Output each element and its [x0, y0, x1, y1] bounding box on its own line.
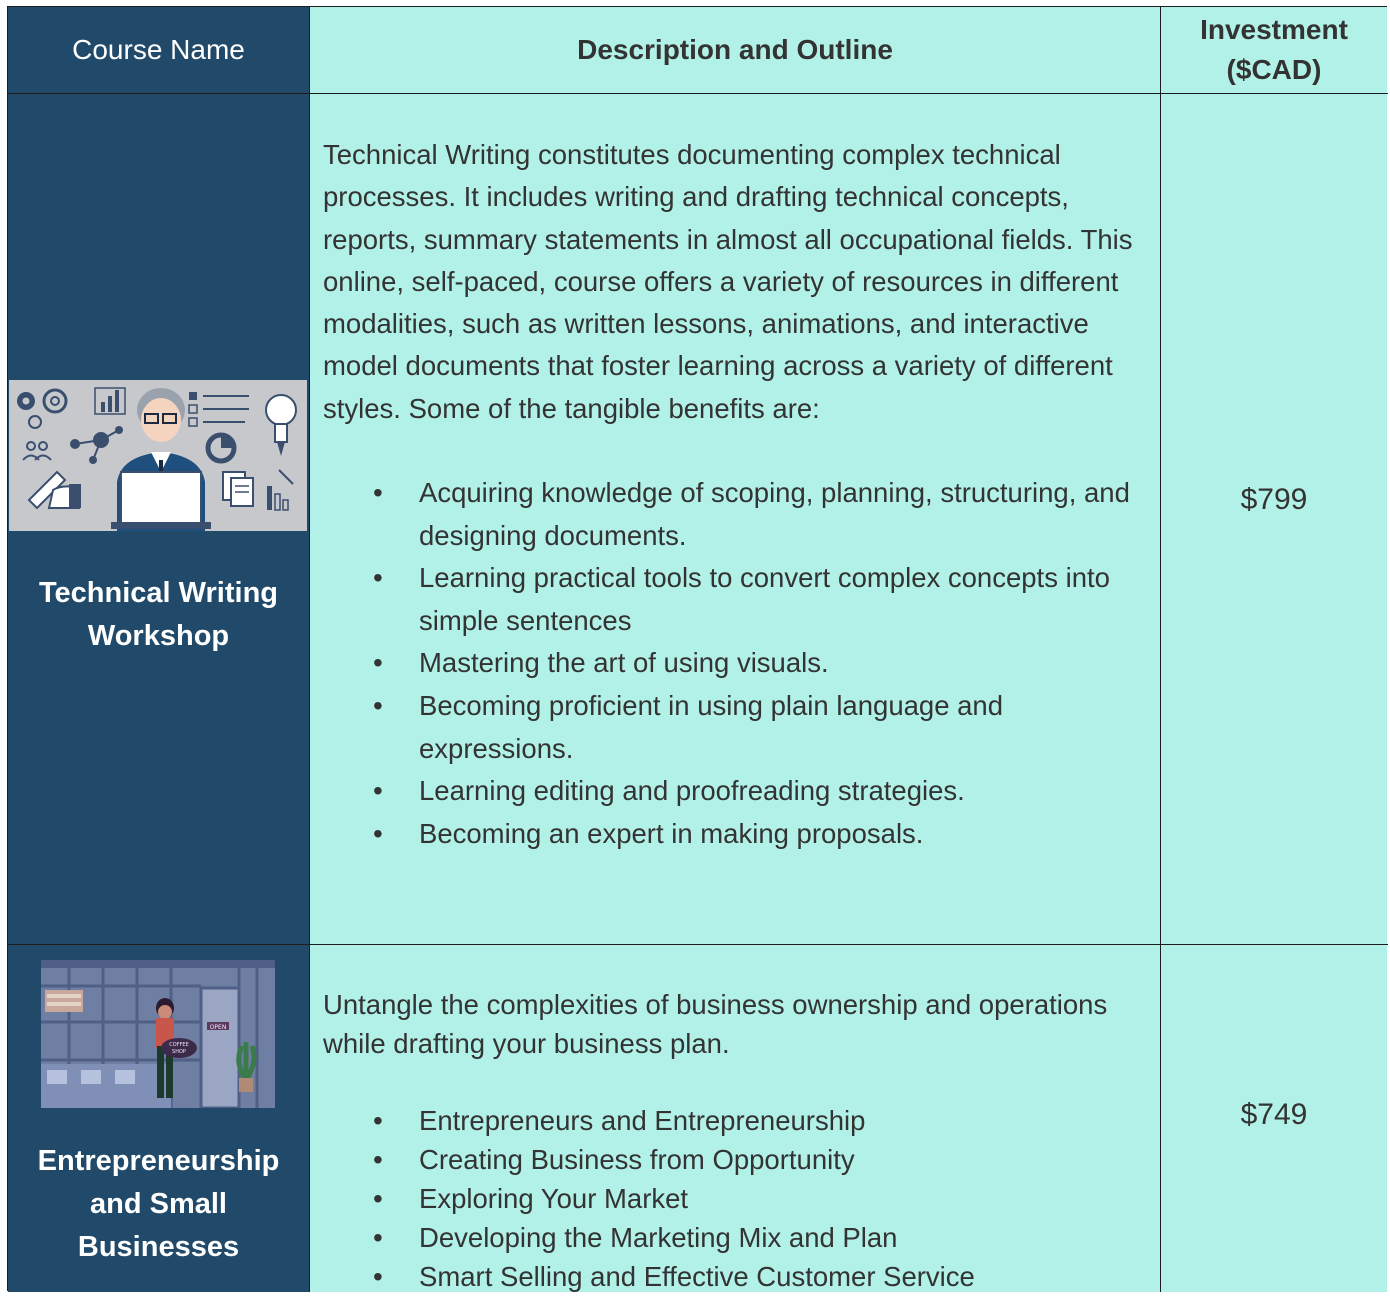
header-currency-label: ($CAD)	[1226, 54, 1322, 85]
list-item: Exploring Your Market	[373, 1179, 1153, 1218]
course-title-line: Businesses	[77, 1231, 240, 1263]
list-item: Developing the Marketing Mix and Plan	[373, 1218, 1153, 1257]
price-cell-entrepreneurship: $749	[1161, 945, 1387, 1292]
technical-writing-illustration-icon	[9, 380, 307, 531]
description-paragraph: Untangle the complexities of business ow…	[323, 989, 1108, 1059]
header-course-name-label: Course Name	[72, 34, 245, 65]
list-item: Smart Selling and Effective Customer Ser…	[373, 1257, 1153, 1296]
header-investment-label: Investment	[1200, 14, 1348, 45]
list-item: Learning editing and proofreading strate…	[373, 770, 1153, 813]
course-title-line: Workshop	[87, 620, 230, 652]
description-paragraph: Technical Writing constitutes documentin…	[323, 139, 1133, 424]
course-title-line: Technical Writing	[38, 577, 278, 609]
course-title-line: and Small	[90, 1188, 227, 1220]
list-item: Mastering the art of using visuals.	[373, 642, 1153, 685]
header-investment: Investment ($CAD)	[1161, 7, 1387, 93]
course-price: $799	[1240, 483, 1308, 516]
row-divider	[8, 92, 1388, 94]
list-item: Learning practical tools to convert comp…	[373, 557, 1153, 642]
benefits-list: Acquiring knowledge of scoping, planning…	[323, 472, 1153, 855]
list-item: Becoming proficient in using plain langu…	[373, 685, 1153, 770]
course-title: Technical Writing Workshop	[8, 572, 309, 658]
column-divider	[308, 7, 310, 1292]
price-cell-technical-writing: $799	[1161, 94, 1387, 944]
course-price: $749	[1240, 1098, 1308, 1131]
outline-list: Entrepreneurs and Entrepreneurship Creat…	[323, 1101, 1153, 1296]
column-divider	[1159, 7, 1161, 1292]
course-title-line: Entrepreneurship	[37, 1145, 280, 1177]
header-description-label: Description and Outline	[577, 34, 893, 65]
course-title: Entrepreneurship and Small Businesses	[8, 1140, 309, 1269]
list-item: Becoming an expert in making proposals.	[373, 813, 1153, 856]
coffee-board-text: SHOP	[172, 1049, 186, 1055]
header-course-name: Course Name	[8, 7, 309, 93]
open-sign-text: OPEN	[210, 1024, 227, 1031]
list-item: Creating Business from Opportunity	[373, 1140, 1153, 1179]
list-item: Acquiring knowledge of scoping, planning…	[373, 472, 1153, 557]
course-cell-entrepreneurship: OPEN COFFEE SHOP Entrepreneurship and Sm…	[8, 945, 309, 1292]
course-table: Course Name Description and Outline Inve…	[7, 6, 1388, 1296]
coffee-shop-illustration-icon: OPEN COFFEE SHOP	[41, 960, 275, 1108]
header-description: Description and Outline	[310, 7, 1160, 93]
course-description: Technical Writing constitutes documentin…	[323, 134, 1153, 855]
row-divider	[8, 943, 1388, 945]
list-item: Entrepreneurs and Entrepreneurship	[373, 1101, 1153, 1140]
coffee-board-text: COFFEE	[169, 1042, 189, 1048]
course-description: Untangle the complexities of business ow…	[323, 986, 1153, 1296]
course-cell-technical-writing: Technical Writing Workshop	[8, 94, 309, 944]
